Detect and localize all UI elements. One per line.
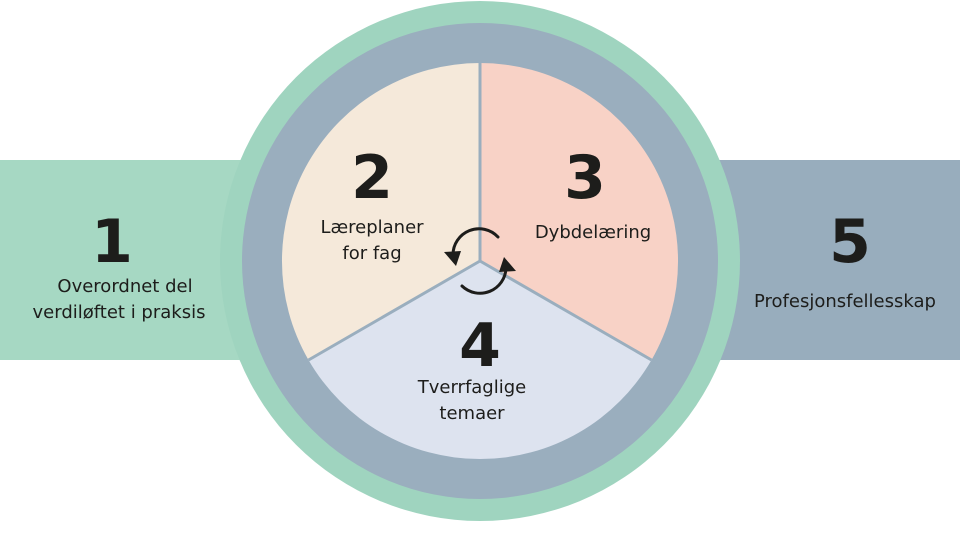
item-2-number: 2 bbox=[351, 143, 393, 213]
item-5-label: Profesjonsfellesskap bbox=[754, 291, 936, 312]
item-4-label-line1: Tverrfaglige bbox=[417, 377, 527, 398]
item-1-number: 1 bbox=[91, 207, 133, 277]
item-4-label-line2: temaer bbox=[439, 403, 505, 424]
item-1-label-line1: Overordnet del bbox=[57, 276, 192, 297]
item-3-label: Dybdelæring bbox=[535, 222, 651, 243]
cycle-arrows-icon bbox=[444, 227, 516, 295]
item-4-number: 4 bbox=[459, 311, 501, 381]
sector-3-dybdelaering bbox=[480, 62, 679, 360]
item-2-label-line1: Læreplaner bbox=[320, 217, 424, 238]
sector-2-laereplaner bbox=[281, 62, 480, 360]
item-2-label-line2: for fag bbox=[342, 243, 401, 264]
item-5-number: 5 bbox=[829, 207, 871, 277]
item-3-number: 3 bbox=[564, 143, 606, 213]
item-1-label-line2: verdiløftet i praksis bbox=[33, 302, 206, 323]
